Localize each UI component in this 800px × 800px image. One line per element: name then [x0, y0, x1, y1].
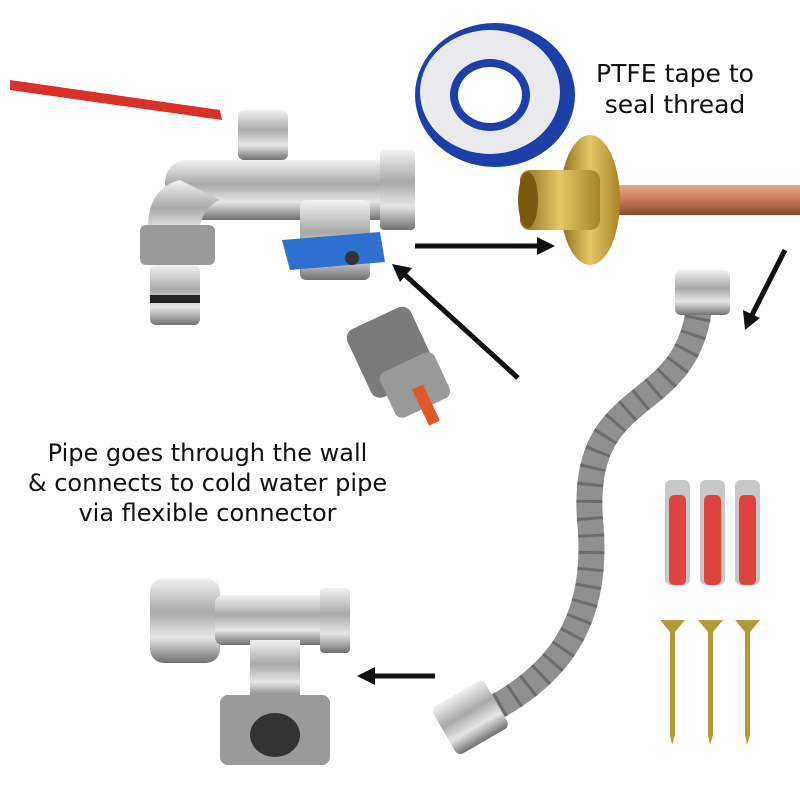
pipe-caption-line: via flexible connector [78, 499, 337, 527]
arrows [357, 237, 788, 685]
ptfe-caption: PTFE tape to seal thread [575, 58, 775, 121]
pipe-caption: Pipe goes through the wall & connects to… [20, 438, 395, 528]
arrow-pipe-to-hose [749, 248, 788, 317]
pipe-caption-line: Pipe goes through the wall [47, 439, 368, 467]
ptfe-tape-roll [415, 23, 575, 167]
wall-plate-elbow-pipe [518, 135, 800, 265]
ptfe-caption-line: PTFE tape to [596, 59, 754, 88]
wall-plugs [665, 480, 760, 585]
screws [660, 620, 760, 745]
tap-lever-handle [10, 80, 222, 120]
flexible-connector-hose [432, 270, 730, 755]
self-cutting-tap-valve [150, 578, 350, 765]
valve-blue-handle [282, 232, 385, 270]
garden-tap [10, 80, 415, 325]
hose-connector [346, 306, 451, 426]
ptfe-caption-line: seal thread [604, 90, 746, 120]
pipe-caption-line: & connects to cold water pipe [27, 469, 388, 497]
arrow-connector-to-tap [403, 273, 520, 380]
